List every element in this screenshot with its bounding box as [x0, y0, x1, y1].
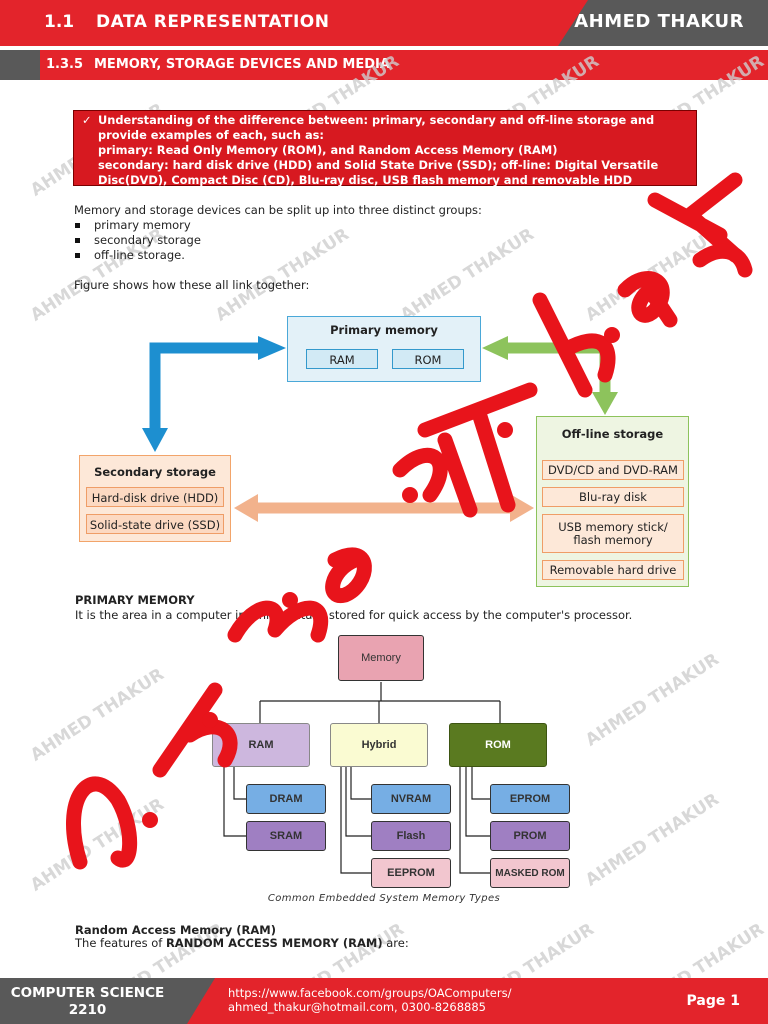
removable-drive-item: Removable hard drive [542, 560, 684, 580]
list-item: off-line storage. [75, 248, 185, 262]
green-arrow-path [505, 342, 611, 392]
intro-text: Memory and storage devices can be split … [74, 203, 482, 217]
memory-tree-lines [223, 682, 501, 874]
blue-arrowhead-right [258, 336, 286, 360]
subsection-accent [0, 50, 40, 80]
primary-memory-heading: PRIMARY MEMORY [75, 593, 195, 607]
usb-item: USB memory stick/ flash memory [542, 514, 684, 553]
ram-item: RAM [306, 349, 378, 369]
dram-node: DRAM [246, 784, 326, 814]
footer-subject: COMPUTER SCIENCE 2210 [10, 985, 165, 1018]
eeprom-node: EEPROM [371, 858, 451, 888]
orange-arrowhead-right [510, 494, 534, 522]
eprom-node: EPROM [490, 784, 570, 814]
footer-subject-panel [0, 978, 215, 1024]
list-item: secondary storage [75, 233, 201, 247]
bluray-item: Blu-ray disk [542, 487, 684, 507]
subsection-number: 1.3.5 [46, 57, 84, 72]
ram-features-line: The features of RANDOM ACCESS MEMORY (RA… [75, 936, 409, 950]
list-item: primary memory [75, 218, 191, 232]
primary-memory-box: Primary memory RAM ROM [287, 316, 481, 382]
primary-memory-text: It is the area in a computer in which da… [75, 608, 633, 622]
ram-node: RAM [212, 723, 310, 767]
header-author-panel [558, 0, 768, 46]
subsection-title: MEMORY, STORAGE DEVICES AND MEDIA [94, 57, 390, 72]
flash-node: Flash [371, 821, 451, 851]
footer-bar: COMPUTER SCIENCE 2210 https://www.facebo… [0, 978, 768, 1024]
footer-contact: https://www.facebook.com/groups/OAComput… [228, 986, 511, 1014]
rom-node: ROM [449, 723, 547, 767]
header-author: AHMED THAKUR [574, 11, 744, 32]
ram-heading: Random Access Memory (RAM) [75, 923, 276, 937]
offline-storage-title: Off-line storage [561, 427, 664, 441]
bullet-icon [75, 253, 80, 258]
prom-node: PROM [490, 821, 570, 851]
memory-root-node: Memory [338, 635, 424, 681]
email-contact[interactable]: ahmed_thakur@hotmail.com, 0300-8268885 [228, 1000, 486, 1014]
header-bar: 1.1 DATA REPRESENTATION AHMED THAKUR [0, 0, 768, 46]
section-title: DATA REPRESENTATION [96, 12, 330, 32]
blue-arrowhead-down [142, 428, 168, 452]
secondary-storage-title: Secondary storage [94, 465, 216, 479]
orange-arrowhead-left [234, 494, 258, 522]
secondary-storage-box: Secondary storage Hard-disk drive (HDD) … [79, 455, 231, 542]
green-arrowhead-left [482, 336, 508, 360]
offline-storage-box: Off-line storage DVD/CD and DVD-RAM Blu-… [536, 416, 689, 587]
primary-memory-title: Primary memory [330, 323, 438, 337]
sram-node: SRAM [246, 821, 326, 851]
bullet-icon [75, 238, 80, 243]
bullet-icon [75, 223, 80, 228]
hybrid-node: Hybrid [330, 723, 428, 767]
ssd-item: Solid-state drive (SSD) [86, 514, 224, 534]
page-number: Page 1 [686, 993, 740, 1009]
facebook-link[interactable]: https://www.facebook.com/groups/OAComput… [228, 986, 512, 1000]
blue-arrow-path [149, 342, 262, 430]
checkmark-icon: ✓ [82, 113, 92, 127]
objective-line: Understanding of the difference between:… [98, 113, 655, 142]
rom-item: ROM [392, 349, 464, 369]
subsection-bar: 1.3.5 MEMORY, STORAGE DEVICES AND MEDIA [0, 50, 768, 80]
objectives-box: ✓ Understanding of the difference betwee… [73, 110, 697, 187]
hdd-item: Hard-disk drive (HDD) [86, 487, 224, 507]
memory-tree-caption: Common Embedded System Memory Types [267, 893, 501, 904]
objective-line: secondary: hard disk drive (HDD) and Sol… [98, 158, 659, 187]
green-arrowhead-down [592, 392, 618, 415]
objective-line: primary: Read Only Memory (ROM), and Ran… [98, 143, 558, 157]
section-number: 1.1 [44, 12, 75, 32]
figure-intro-text: Figure shows how these all link together… [74, 278, 310, 292]
masked-rom-node: MASKED ROM [490, 858, 570, 888]
dvd-cd-item: DVD/CD and DVD-RAM [542, 460, 684, 480]
nvram-node: NVRAM [371, 784, 451, 814]
